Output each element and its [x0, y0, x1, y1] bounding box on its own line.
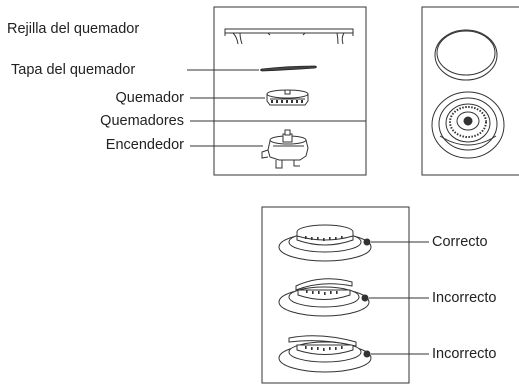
burner-head-illustration	[266, 89, 309, 106]
top-view-box	[421, 6, 519, 176]
label-incorrecto-1: Incorrecto	[432, 290, 497, 306]
label-quemador: Quemador	[115, 90, 184, 106]
igniter-illustration	[261, 129, 309, 169]
burner-grate-illustration	[224, 28, 354, 45]
top-leader-lines	[187, 69, 265, 147]
label-rejilla-del-quemador: Rejilla del quemador	[7, 21, 140, 37]
burner-cap-illustration	[260, 65, 317, 72]
cap-incorrect-2-illustration	[278, 335, 372, 373]
placement-box	[261, 206, 410, 384]
cap-incorrect-1-illustration	[278, 278, 370, 317]
label-encendedor: Encendedor	[105, 137, 184, 153]
top-view-cap-illustration	[434, 29, 498, 81]
top-view-burner-illustration	[431, 91, 505, 159]
cap-correct-illustration	[278, 224, 372, 262]
label-incorrecto-2: Incorrecto	[432, 346, 497, 362]
exploded-view-box	[213, 6, 367, 176]
label-quemadores: Quemadores	[100, 113, 184, 129]
label-correcto: Correcto	[432, 234, 488, 250]
label-tapa-del-quemador: Tapa del quemador	[11, 62, 136, 78]
